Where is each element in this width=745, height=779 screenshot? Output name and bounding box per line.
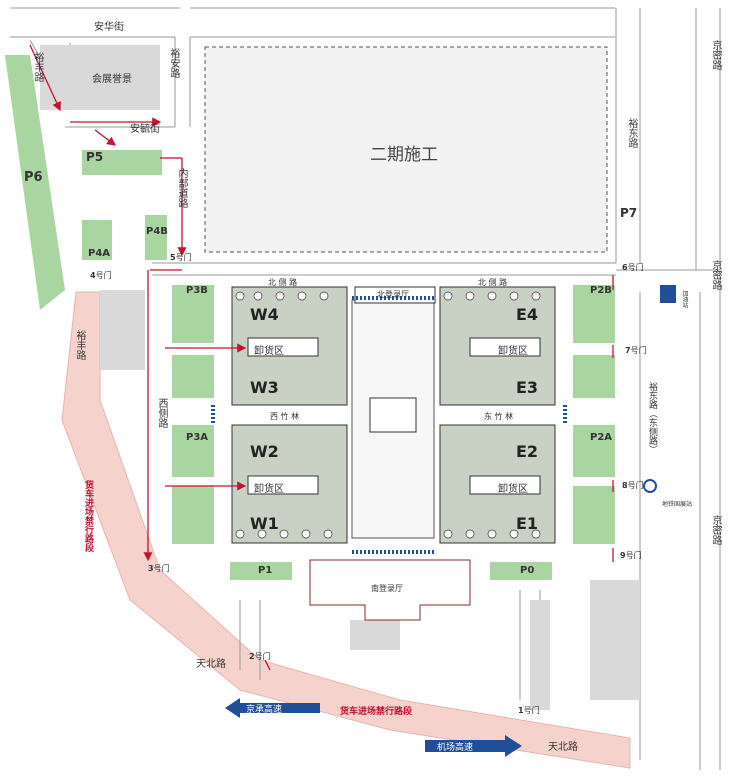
central-plaza <box>369 397 417 433</box>
road-yufeng-south: 裕丰路 <box>74 330 85 360</box>
parking-p4b: P4B <box>146 226 168 237</box>
road-yuan: 裕安路 <box>168 48 179 78</box>
parking-p3b: P3B <box>186 285 208 296</box>
hall-e4: E4 <box>516 305 539 324</box>
hall-w1: W1 <box>250 514 279 533</box>
hall-e1: E1 <box>516 514 539 533</box>
unloading-e2: 卸货区 <box>498 484 528 495</box>
hall-e2: E2 <box>516 442 539 461</box>
hall-w2: W2 <box>250 442 279 461</box>
road-tianbei-2: 天北路 <box>548 742 578 753</box>
unloading-zones <box>247 337 541 495</box>
south-hall-label: 南登录厅 <box>371 584 403 593</box>
parking-p6: P6 <box>24 170 43 185</box>
east-bamboo-label: 东 竹 林 <box>484 412 514 421</box>
gate-2: 2号门 <box>249 652 271 661</box>
jingcheng-arrow <box>225 698 320 718</box>
parking-p4a: P4A <box>88 248 111 259</box>
hall-w3: W3 <box>250 378 279 397</box>
road-yudong-east: 裕东路（东侧路） <box>647 382 657 454</box>
gate-1: 1号门 <box>518 706 540 715</box>
area-phase2: 二期施工 <box>370 145 438 165</box>
highway-airport: 机场高速 <box>437 743 474 753</box>
road-west-side: 西侧路 <box>156 398 167 428</box>
unloading-w2: 卸货区 <box>254 484 284 495</box>
parking-p2a: P2A <box>590 432 613 443</box>
truck-ban-road <box>61 291 631 769</box>
road-jingmi-1: 京密路 <box>710 40 721 70</box>
highway-jingcheng: 京承高速 <box>246 705 283 715</box>
gate-8: 8号门 <box>622 481 644 490</box>
truck-ban-label-1: 货车进场禁行路段 <box>83 480 93 552</box>
road-yudong: 裕东路 <box>626 118 637 148</box>
airport-arrow <box>425 735 522 757</box>
metro-label: 地铁国展站 <box>662 501 693 508</box>
gate-4: 4号门 <box>90 271 112 280</box>
road-anhui: 安毓街 <box>130 124 160 135</box>
hall-e3: E3 <box>516 378 539 397</box>
north-hall-label: 北登录厅 <box>377 290 409 299</box>
gray-blocks <box>40 45 640 710</box>
road-yufeng-north: 裕丰路 <box>32 52 43 82</box>
parking-p5: P5 <box>86 150 104 164</box>
gate-6: 6号门 <box>622 263 644 272</box>
road-north-side-2: 北 侧 路 <box>478 278 508 287</box>
west-bamboo-label: 西 竹 林 <box>270 412 300 421</box>
gate-7: 7号门 <box>625 346 647 355</box>
unloading-e4: 卸货区 <box>498 346 528 357</box>
parking-p1: P1 <box>258 565 273 576</box>
unloading-w4: 卸货区 <box>254 346 284 357</box>
south-hall-block <box>309 559 471 621</box>
hall-w4: W4 <box>250 305 279 324</box>
road-anhua: 安华街 <box>94 22 124 33</box>
entrance-strips <box>211 296 567 554</box>
parking-p0: P0 <box>520 565 535 576</box>
road-north-side-1: 北 侧 路 <box>268 278 298 287</box>
phase2-construction-area <box>204 46 608 253</box>
road-inner: 内部道路 <box>176 168 187 208</box>
road-jingmi-2: 京密路 <box>710 260 721 290</box>
parking-p7: P7 <box>620 206 638 220</box>
truck-routes <box>29 44 614 671</box>
north-hall-block <box>354 286 436 304</box>
gas-station-icon <box>660 285 676 303</box>
gate-9: 9号门 <box>620 551 642 560</box>
area-huizhan: 会展誉景 <box>92 74 132 85</box>
road-jingmi-3: 京密路 <box>710 515 721 545</box>
truck-ban-label-2: 货车进场禁行路段 <box>340 707 413 717</box>
metro-icon <box>643 479 657 493</box>
gate-3: 3号门 <box>148 564 170 573</box>
parking-p2b: P2B <box>590 285 612 296</box>
parking-lots <box>5 55 615 580</box>
gate-5: 5号门 <box>170 253 192 262</box>
gas-station-label: 加油站 <box>681 290 688 308</box>
road-tianbei-1: 天北路 <box>196 659 226 670</box>
parking-p3a: P3A <box>186 432 209 443</box>
hall-booths <box>235 291 541 539</box>
